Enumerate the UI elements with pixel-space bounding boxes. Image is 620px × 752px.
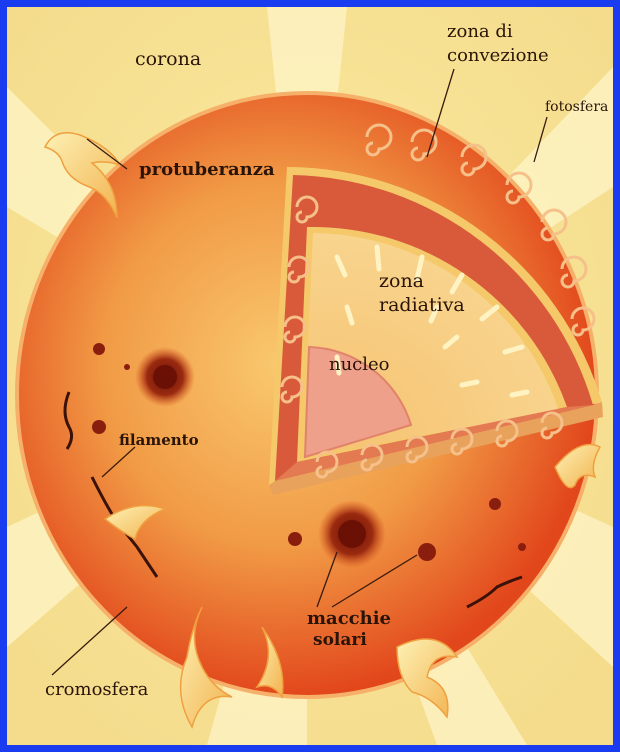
label-macchie-2: solari xyxy=(313,630,367,650)
sun-diagram: corona zona di convezione fotosfera prot… xyxy=(7,7,613,745)
label-radiativa-1: zona xyxy=(379,270,424,292)
label-macchie-1: macchie xyxy=(307,608,391,629)
label-radiativa-2: radiativa xyxy=(379,294,465,316)
sun-diagram-svg: corona zona di convezione fotosfera prot… xyxy=(7,7,613,745)
label-filamento: filamento xyxy=(119,431,199,449)
label-cromosfera: cromosfera xyxy=(45,679,149,700)
label-protuberanza: protuberanza xyxy=(139,159,275,180)
label-nucleo: nucleo xyxy=(329,354,390,375)
label-fotosfera: fotosfera xyxy=(545,99,608,115)
label-convezione-2: convezione xyxy=(447,45,549,66)
label-corona: corona xyxy=(135,48,201,70)
label-convezione-1: zona di xyxy=(447,21,513,42)
